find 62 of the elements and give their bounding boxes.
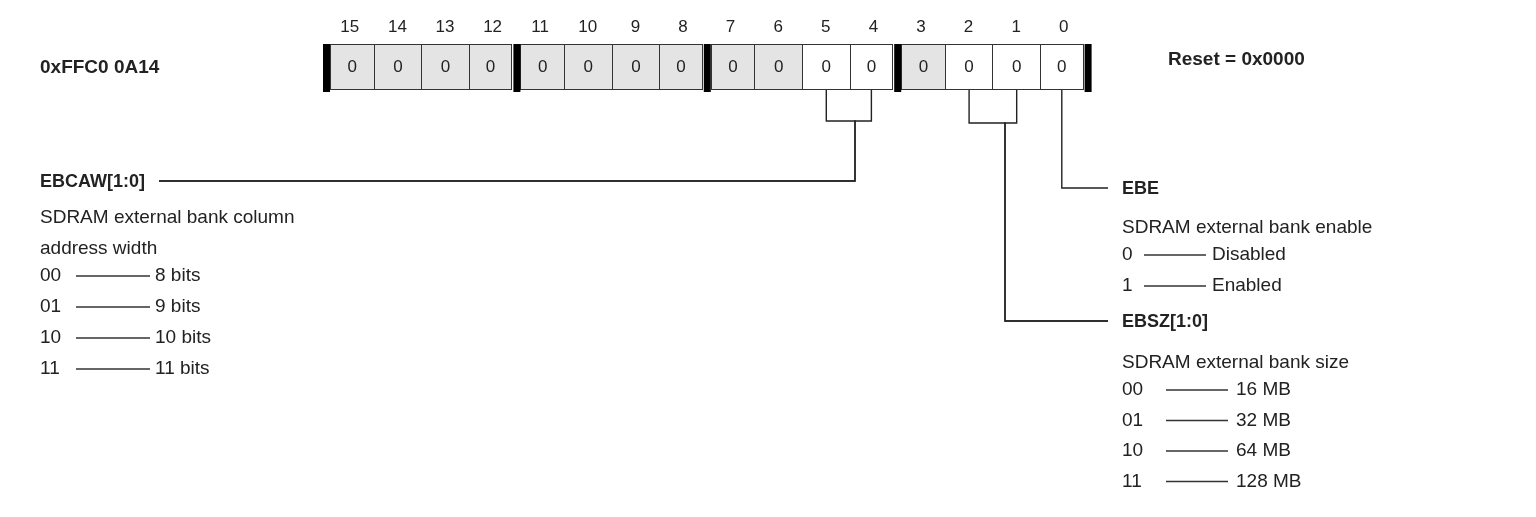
bit-number: 14 — [387, 16, 407, 38]
bit-number: 5 — [821, 16, 831, 38]
bit-cell: 0 — [1040, 44, 1084, 90]
bit-value: 01 — [40, 295, 62, 317]
value-meaning: 8 bits — [155, 264, 201, 286]
value-meaning: 64 MB — [1236, 439, 1291, 461]
bit-cell: 0 — [754, 44, 803, 90]
field-description: SDRAM external bank column address width — [40, 205, 296, 260]
bit-value: 1 — [1122, 274, 1133, 296]
bit-value: 00 — [1122, 378, 1144, 400]
value-meaning: 16 MB — [1236, 378, 1291, 400]
bit-cell: 0 — [468, 44, 513, 90]
value-meaning: 11 bits — [155, 357, 210, 379]
bit-cell: 0 — [849, 44, 894, 90]
bit-number: 15 — [340, 16, 360, 38]
bit-number: 12 — [483, 16, 503, 38]
bit-cell: 0 — [802, 44, 851, 90]
bit-cell: 0 — [992, 44, 1041, 90]
leader-line — [1004, 89, 1109, 322]
field-description: SDRAM external bank size — [1122, 350, 1351, 374]
value-meaning: Disabled — [1212, 243, 1286, 265]
bit-cell: 0 — [564, 44, 613, 90]
bit-number: 4 — [868, 16, 879, 38]
bit-cell: 0 — [330, 44, 375, 90]
bit-cell: 0 — [421, 44, 470, 90]
field-name: EBSZ[1:0] — [1108, 310, 1208, 332]
leader-line — [1061, 89, 1109, 189]
bit-number: 0 — [1059, 16, 1069, 38]
bit-value: 00 — [40, 264, 62, 286]
bit-number: 8 — [678, 16, 688, 38]
bit-number: 7 — [725, 16, 736, 38]
bit-value: 11 — [1122, 469, 1142, 492]
bit-number: 6 — [773, 16, 783, 38]
bit-number: 11 — [531, 16, 549, 38]
bit-cell: 0 — [710, 44, 756, 90]
bit-cell: 0 — [373, 44, 423, 90]
bit-cell: 0 — [944, 44, 994, 90]
bit-cell: 0 — [611, 44, 661, 90]
value-meaning: 10 bits — [155, 326, 211, 348]
value-meaning: 32 MB — [1236, 408, 1291, 431]
bit-cell: 0 — [659, 44, 703, 90]
bit-number: 13 — [435, 16, 455, 38]
bit-value: 11 — [40, 357, 60, 379]
field-name: EBE — [1108, 177, 1159, 199]
bit-number: 3 — [916, 16, 926, 38]
bit-value: 10 — [40, 326, 62, 348]
bit-value: 10 — [1122, 439, 1144, 461]
bit-number: 9 — [630, 16, 641, 38]
bit-cell: 0 — [520, 44, 565, 90]
field-name: EBCAW[1:0] — [40, 170, 159, 192]
register-address: 0xFFC0 0A14 — [40, 56, 160, 78]
value-meaning: 9 bits — [155, 295, 201, 317]
bit-number: 10 — [578, 16, 598, 38]
bit-number: 2 — [963, 16, 974, 38]
bit-value: 01 — [1122, 408, 1144, 431]
bit-cell: 0 — [901, 44, 946, 90]
bit-number: 1 — [1011, 16, 1021, 38]
value-meaning: Enabled — [1212, 274, 1282, 296]
value-meaning: 128 MB — [1236, 469, 1302, 492]
field-description: SDRAM external bank enable — [1122, 215, 1374, 239]
reset-value: Reset = 0x0000 — [1168, 48, 1305, 70]
bit-value: 0 — [1122, 243, 1133, 265]
